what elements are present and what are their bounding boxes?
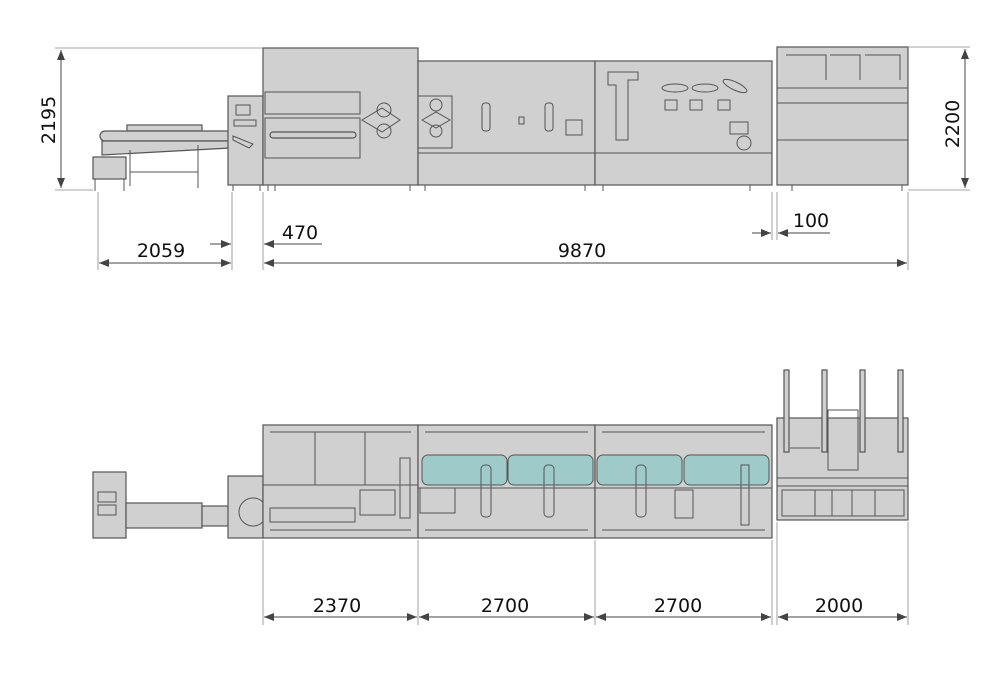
dim-module-1: 2370	[313, 595, 361, 617]
sealing-module-1-plan	[417, 424, 596, 539]
sealing-module-1	[417, 60, 596, 186]
forming-module-plan	[262, 424, 419, 539]
dim-height-right: 2200	[942, 100, 964, 148]
highlight-panel	[421, 454, 508, 486]
infeed-conveyor	[92, 124, 233, 191]
dim-module-4: 2000	[815, 595, 863, 617]
dim-module-2: 2700	[481, 595, 529, 617]
plan-dimension-lines	[262, 522, 909, 625]
sealing-module-2-plan	[594, 424, 773, 539]
infeed-plan	[92, 471, 231, 539]
dim-gap-right: 100	[793, 210, 829, 232]
case-guide-posts	[783, 369, 904, 453]
side-view: 2195 2200 2059 470 9870 100	[38, 46, 970, 270]
forming-module	[262, 47, 419, 186]
transfer-unit-plan	[227, 475, 268, 539]
transfer-unit	[227, 95, 264, 186]
dim-main-length: 9870	[558, 240, 606, 262]
dim-module-3: 2700	[654, 595, 702, 617]
case-packer-plan	[776, 369, 909, 521]
top-view: 2370 2700 2700 2000	[92, 369, 909, 625]
highlight-panel	[683, 454, 770, 486]
machine-feet	[232, 185, 903, 191]
sealing-module-2	[594, 60, 773, 186]
dim-gap-infeed: 470	[282, 222, 318, 244]
highlight-panel	[507, 454, 594, 486]
dimension-lines	[55, 46, 970, 270]
dim-height-left: 2195	[38, 96, 60, 144]
highlight-panel	[596, 454, 683, 486]
case-packer-module	[776, 46, 909, 186]
dim-infeed-length: 2059	[137, 240, 185, 262]
